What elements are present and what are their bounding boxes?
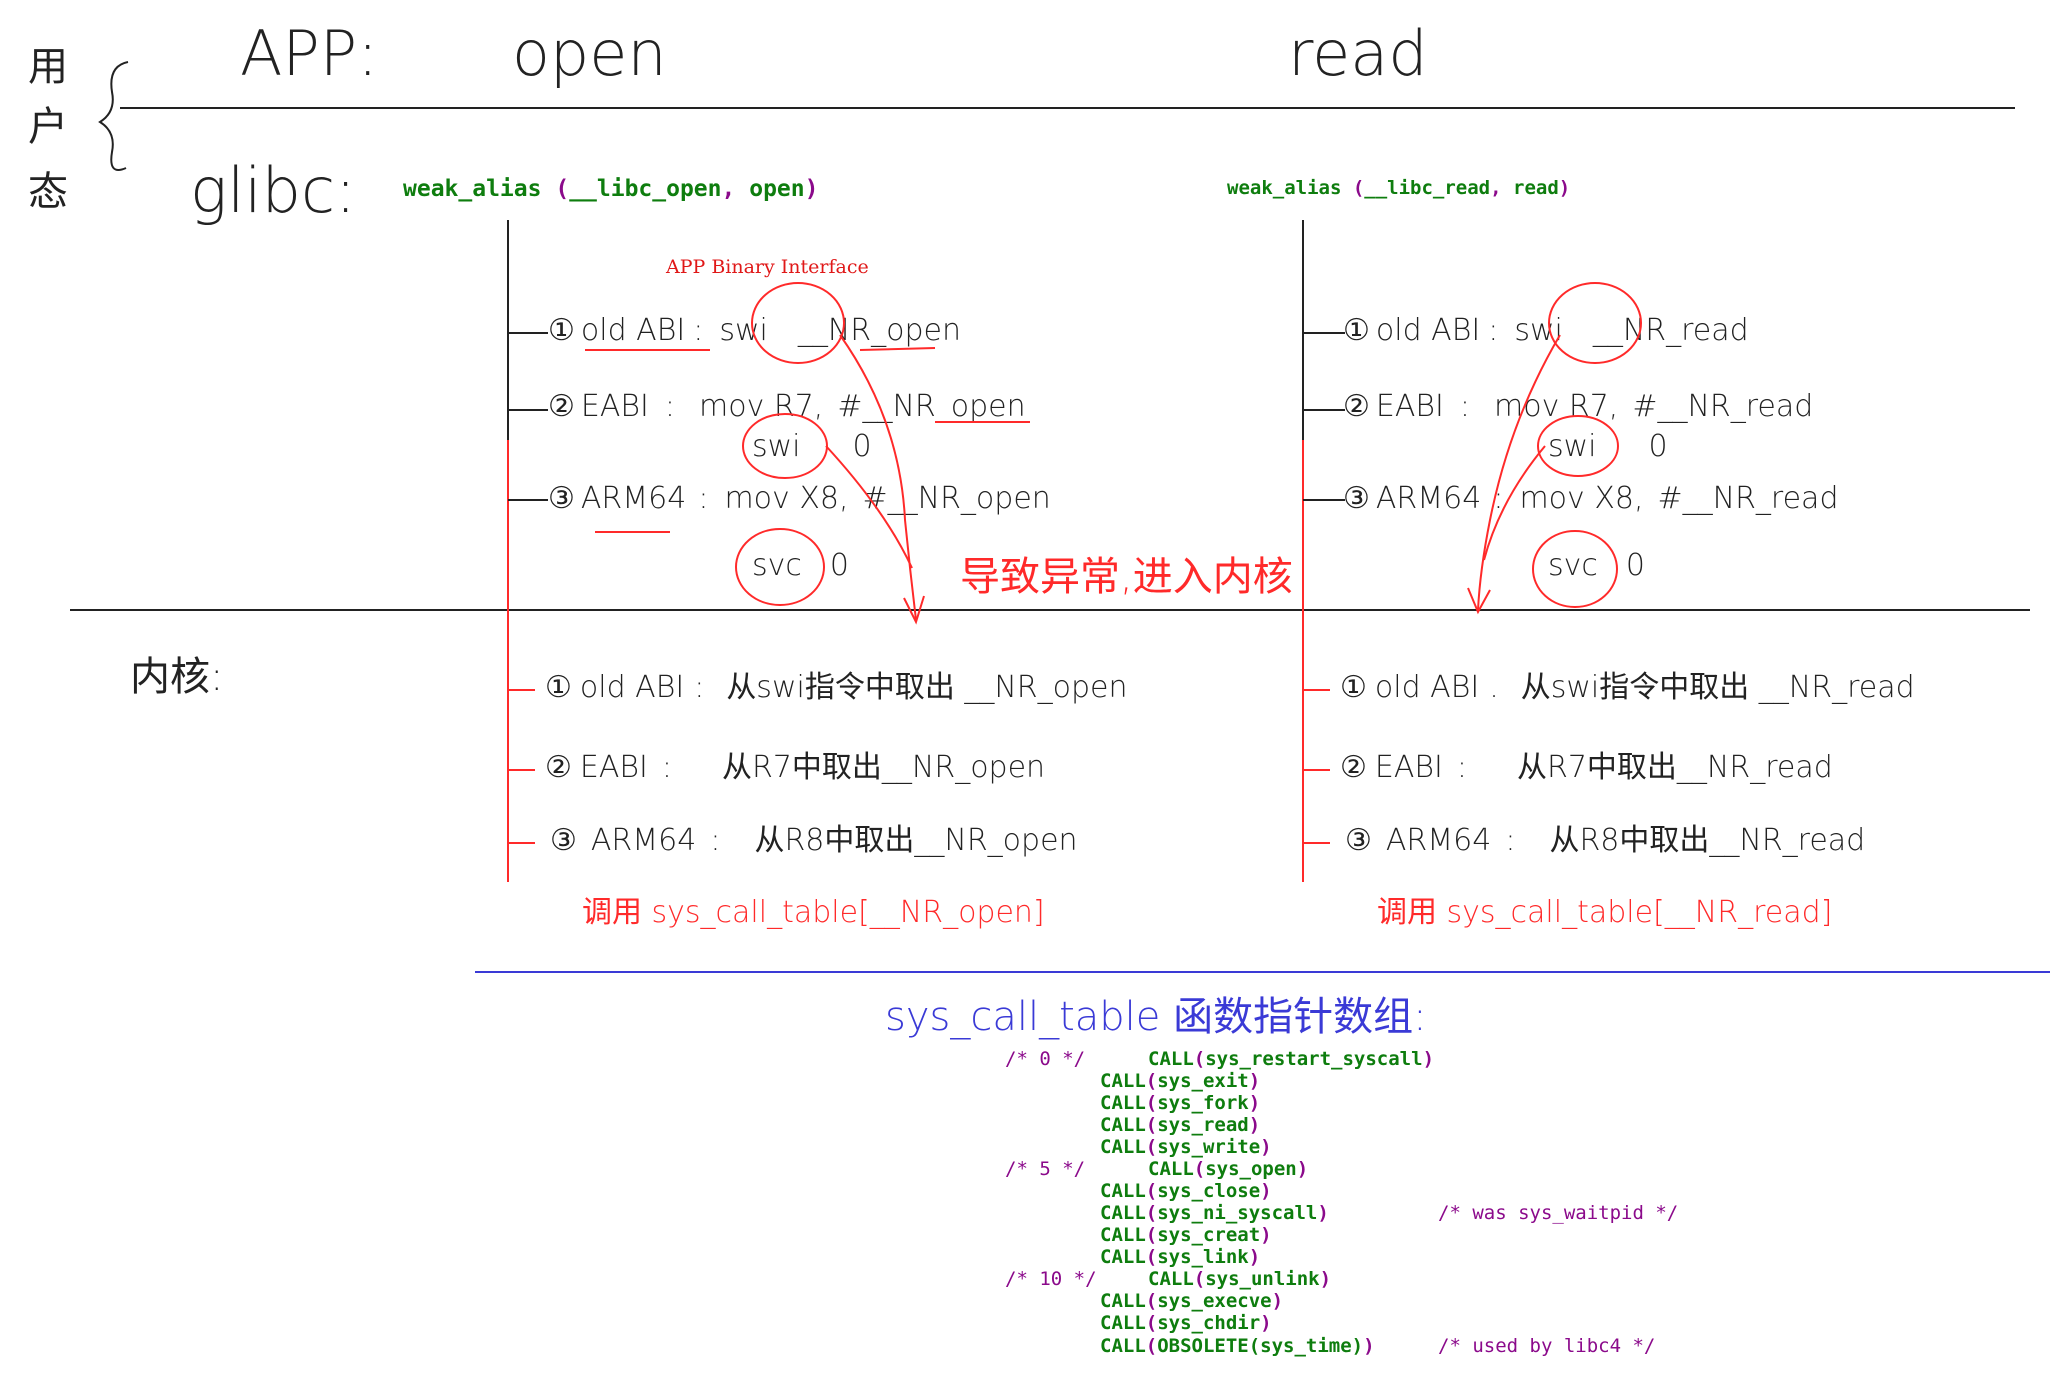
table-title: sys_call_table 函数指针数组: — [885, 994, 1427, 1040]
row-2-call: CALL(sys_fork) — [1100, 1092, 1260, 1114]
glibc-label: glibc: — [190, 154, 356, 227]
app-open-label: open — [512, 17, 667, 90]
row-5-call: CALL(sys_open) — [1148, 1158, 1308, 1180]
right-call-line: 调用 sys_call_table[__NR_read] — [1377, 895, 1832, 930]
row-5-comment: /* 5 */ — [1005, 1158, 1085, 1180]
row-6-call: CALL(sys_close) — [1100, 1180, 1272, 1202]
syscall-table-listing: /* 0 */ CALL(sys_restart_syscall) CALL(s… — [1005, 1048, 1678, 1357]
user-mode-label: 用 户 态 — [28, 44, 68, 215]
row-10-call: CALL(sys_unlink) — [1148, 1268, 1331, 1290]
row-0-comment: /* 0 */ — [1005, 1048, 1085, 1070]
abi-note: APP Binary Interface — [665, 256, 869, 278]
left-svc-circle — [735, 528, 825, 606]
left-nr-underline-1 — [859, 347, 936, 351]
right-swi-circle-1 — [1548, 282, 1642, 364]
user-mode-brace — [98, 61, 129, 171]
row-13-note: /* used by libc4 */ — [1438, 1335, 1655, 1357]
row-8-call: CALL(sys_creat) — [1100, 1224, 1272, 1246]
row-9-call: CALL(sys_link) — [1100, 1246, 1260, 1268]
row-7-note: /* was sys_waitpid */ — [1438, 1202, 1678, 1224]
right-flow-arrow — [1477, 334, 1561, 611]
left-flow-arrow — [839, 334, 917, 621]
right-flow-arrow-2 — [1483, 445, 1546, 561]
row-0-call: CALL(sys_restart_syscall) — [1148, 1048, 1434, 1070]
left-flow-arrow-2 — [825, 445, 913, 569]
row-11-call: CALL(sys_execve) — [1100, 1290, 1283, 1312]
app-read-label: read — [1288, 17, 1428, 90]
right-flow-arrow-head — [1467, 587, 1491, 615]
right-svc-circle — [1532, 530, 1618, 608]
row-10-comment: /* 10 */ — [1005, 1268, 1097, 1290]
user-mode-char-1: 用 — [28, 44, 68, 90]
left-call-line: 调用 sys_call_table[__NR_open] — [582, 895, 1045, 930]
weak-alias-read: weak_alias (__libc_read, read) — [1227, 177, 1570, 199]
exception-note: 导致异常,进入内核 — [960, 554, 1293, 600]
app-label: APP: — [240, 17, 378, 90]
row-13-call: CALL(OBSOLETE(sys_time)) — [1100, 1335, 1375, 1357]
weak-alias-open: weak_alias (__libc_open, open) — [403, 176, 818, 202]
kernel-label: 内核: — [130, 654, 223, 700]
left-swi-circle-1 — [751, 282, 845, 364]
user-mode-char-3: 态 — [28, 169, 68, 215]
row-7-call: CALL(sys_ni_syscall) — [1100, 1202, 1329, 1224]
row-4-call: CALL(sys_write) — [1100, 1136, 1272, 1158]
row-1-call: CALL(sys_exit) — [1100, 1070, 1260, 1092]
row-3-call: CALL(sys_read) — [1100, 1114, 1260, 1136]
right-swi-circle-2 — [1537, 415, 1619, 477]
user-mode-char-2: 户 — [28, 104, 68, 150]
row-12-call: CALL(sys_chdir) — [1100, 1312, 1272, 1334]
left-flow-arrow-head — [903, 595, 925, 625]
